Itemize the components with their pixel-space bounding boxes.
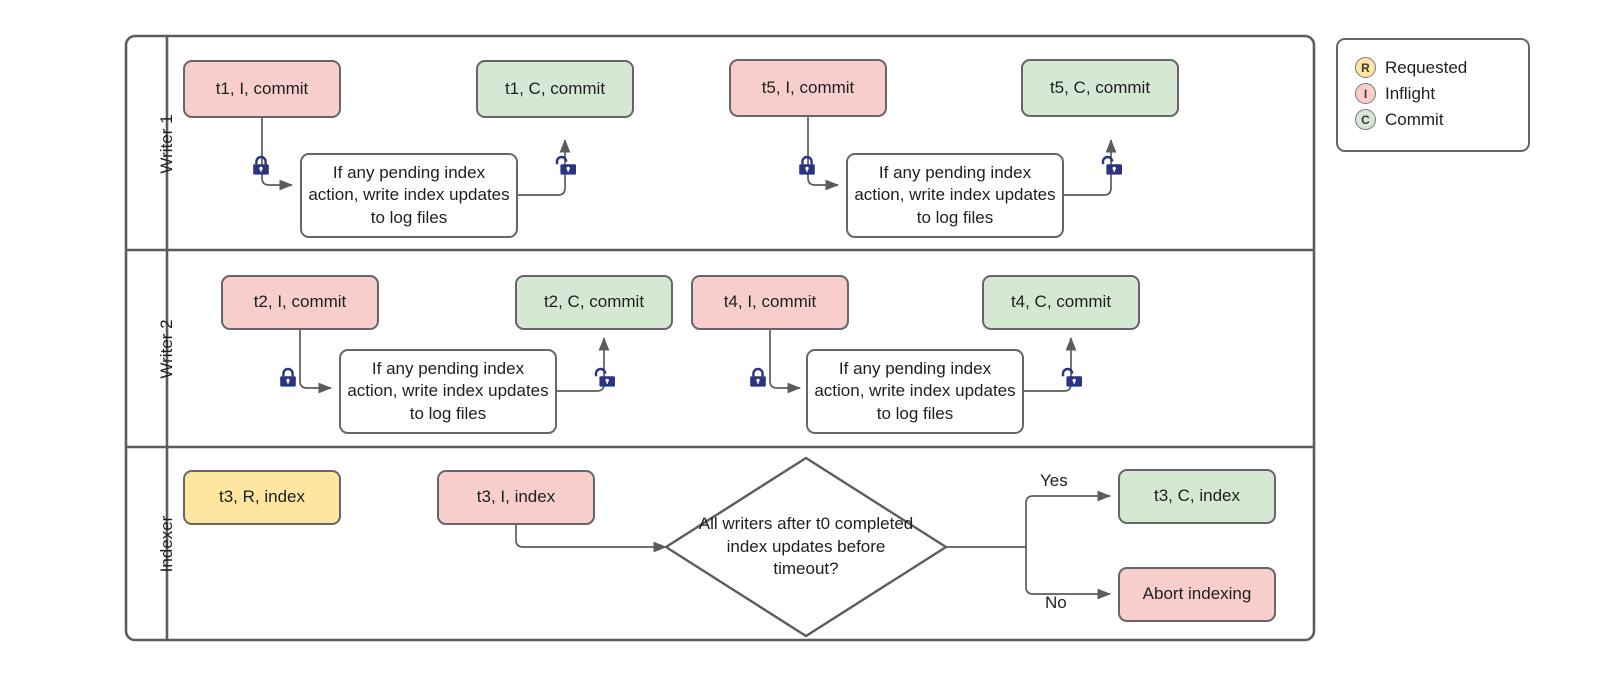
legend-item-commit: C Commit	[1355, 109, 1444, 130]
legend-item-requested: R Requested	[1355, 57, 1467, 78]
node-label: t3, C, index	[1154, 486, 1240, 506]
padlock-locked-icon	[750, 367, 766, 387]
legend-badge-inflight-icon: I	[1355, 83, 1376, 104]
node-w1-process-a[interactable]: If any pending index action, write index…	[300, 153, 518, 238]
node-w2-t2-inflight[interactable]: t2, I, commit	[221, 275, 379, 330]
node-label: Abort indexing	[1142, 584, 1252, 604]
node-w2-t2-commit[interactable]: t2, C, commit	[515, 275, 673, 330]
node-label: If any pending index action, write index…	[814, 358, 1016, 423]
padlock-unlocked-icon	[1101, 155, 1122, 175]
node-label: t1, I, commit	[215, 78, 309, 98]
legend-label: Commit	[1385, 109, 1444, 129]
node-w2-process-a[interactable]: If any pending index action, write index…	[339, 349, 557, 434]
node-label: t2, I, commit	[253, 292, 347, 312]
edge-label-yes: Yes	[1040, 471, 1068, 491]
node-label: t3, I, index	[476, 487, 556, 507]
legend-badge-commit-icon: C	[1355, 109, 1376, 130]
node-w1-t1-commit[interactable]: t1, C, commit	[476, 60, 634, 118]
lane-label-writer-2: Writer 2	[157, 279, 177, 419]
node-label: t3, R, index	[219, 487, 305, 507]
node-w1-t1-inflight[interactable]: t1, I, commit	[183, 60, 341, 118]
node-label: All writers after t0 completed index upd…	[698, 514, 914, 579]
node-label: t1, C, commit	[504, 78, 606, 98]
padlock-locked-icon	[280, 367, 296, 387]
edge-label-text: No	[1045, 593, 1067, 612]
node-ix-t3-commit[interactable]: t3, C, index	[1118, 469, 1276, 524]
node-w2-t4-commit[interactable]: t4, C, commit	[982, 275, 1140, 330]
node-w1-t5-commit[interactable]: t5, C, commit	[1021, 59, 1179, 117]
legend-label: Requested	[1385, 57, 1468, 77]
padlock-unlocked-icon	[1061, 367, 1082, 387]
node-label: t4, I, commit	[723, 292, 817, 312]
node-label: t5, I, commit	[761, 77, 855, 97]
node-w1-process-b[interactable]: If any pending index action, write index…	[846, 153, 1064, 238]
padlock-unlocked-icon	[594, 367, 615, 387]
edge-label-text: Yes	[1040, 471, 1068, 490]
lane-label-writer-1: Writer 1	[157, 74, 177, 214]
node-label: If any pending index action, write index…	[854, 162, 1056, 227]
node-ix-t3-requested[interactable]: t3, R, index	[183, 470, 341, 525]
node-label: t5, C, commit	[1049, 77, 1151, 97]
lane-label-text: Writer 2	[157, 319, 176, 379]
node-ix-decision[interactable]: All writers after t0 completed index upd…	[694, 502, 918, 592]
padlock-unlocked-icon	[555, 155, 576, 175]
legend-label: Inflight	[1385, 83, 1436, 103]
node-ix-abort[interactable]: Abort indexing	[1118, 567, 1276, 622]
node-w1-t5-inflight[interactable]: t5, I, commit	[729, 59, 887, 117]
node-w2-t4-inflight[interactable]: t4, I, commit	[691, 275, 849, 330]
node-label: If any pending index action, write index…	[347, 358, 549, 423]
edge-label-no: No	[1045, 593, 1067, 613]
legend-badge-requested-icon: R	[1355, 57, 1376, 78]
padlock-locked-icon	[799, 155, 815, 175]
padlock-locked-icon	[253, 155, 269, 175]
lane-label-indexer: Indexer	[157, 474, 177, 614]
node-label: If any pending index action, write index…	[308, 162, 510, 227]
lane-label-text: Indexer	[157, 515, 176, 573]
lane-label-text: Writer 1	[157, 114, 176, 174]
node-ix-t3-inflight[interactable]: t3, I, index	[437, 470, 595, 525]
node-w2-process-b[interactable]: If any pending index action, write index…	[806, 349, 1024, 434]
node-label: t4, C, commit	[1010, 292, 1112, 312]
node-label: t2, C, commit	[543, 292, 645, 312]
legend-item-inflight: I Inflight	[1355, 83, 1435, 104]
